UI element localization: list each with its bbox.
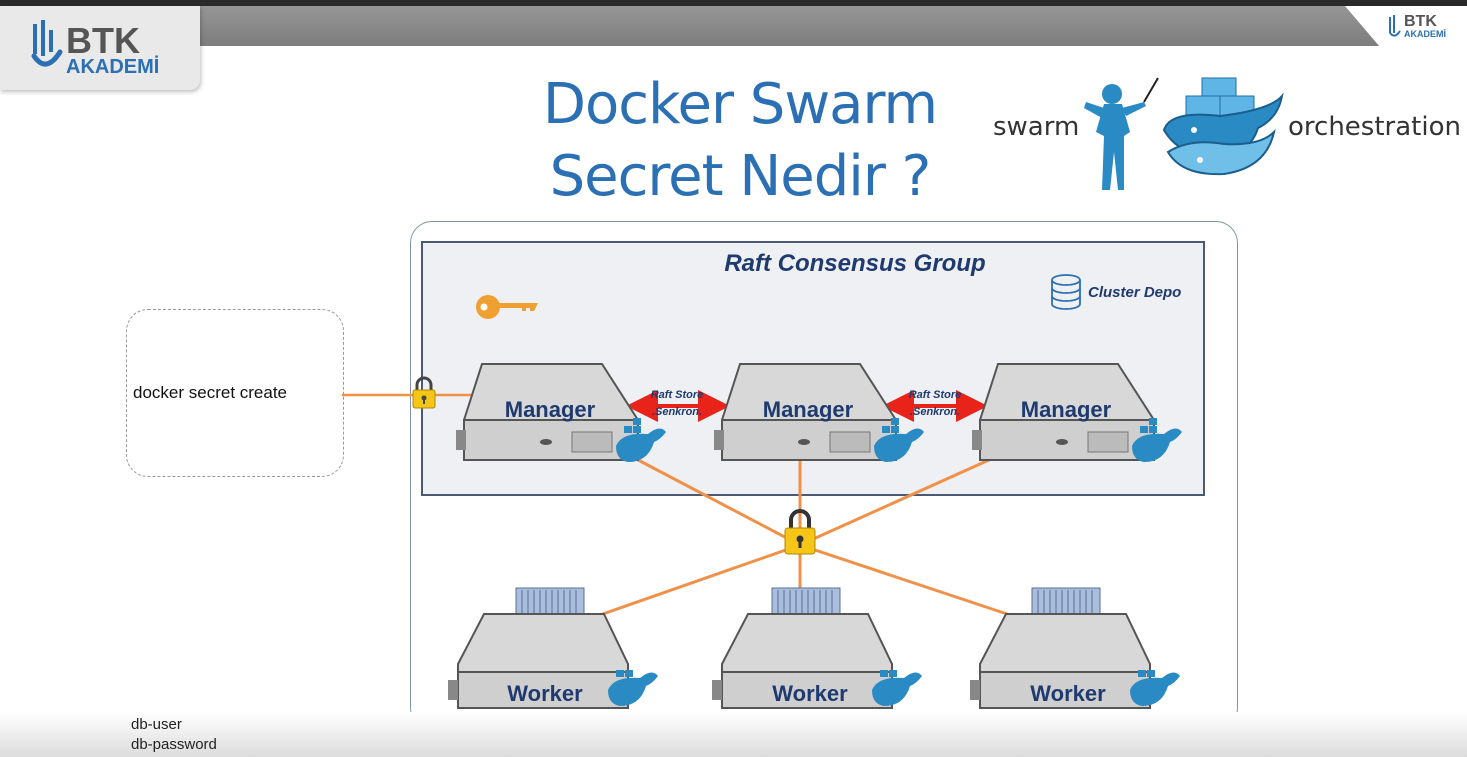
docker-whale-icon: [608, 670, 658, 706]
brand-mark-icon: [31, 20, 63, 67]
manager-label-2: Manager: [762, 397, 854, 422]
raft-sync-line1: Raft Store: [908, 389, 962, 401]
swarm-word: swarm: [993, 112, 1080, 142]
docker-whale-icon: [872, 670, 922, 706]
worker-server-2: [712, 587, 922, 709]
top-bar: [0, 0, 1467, 46]
docker-whales-icon: [1162, 77, 1284, 176]
raft-sync-line2: .Senkron.: [909, 406, 961, 418]
docker-whale-icon: [874, 418, 924, 462]
cluster-depo-label: Cluster Depo: [1088, 284, 1182, 301]
worker-label-3: Worker: [1030, 681, 1106, 706]
docker-whale-icon: [1130, 670, 1180, 706]
page-title-line2: Secret Nedir ?: [549, 144, 932, 209]
raft-sync-label-1b: .Senkron.: [640, 406, 714, 419]
brand-mark-icon: [1389, 15, 1401, 37]
brand-name-small: BTK: [1404, 13, 1437, 30]
raft-sync-line1: Raft Store: [650, 389, 704, 401]
brand-name: BTK: [66, 20, 140, 61]
key-icon: [476, 295, 538, 319]
brand-sub-small: AKADEMİ: [1404, 29, 1446, 39]
brand-logo: BTK AKADEMİ: [0, 6, 200, 90]
orchestration-word: orchestration: [1288, 112, 1461, 142]
manager-server-3: [972, 363, 1182, 462]
worker-server-1: [448, 587, 658, 709]
raft-sync-label-1: Raft Store: [640, 389, 714, 402]
cli-command-text: docker secret create: [133, 383, 288, 402]
cli-command-box: [126, 309, 344, 477]
brand-sub: AKADEMİ: [66, 56, 160, 78]
secret-item-db-user: db-user: [131, 716, 182, 733]
worker-label-2: Worker: [772, 681, 848, 706]
manager-label-1: Manager: [504, 397, 596, 422]
secret-item-db-password: db-password: [131, 736, 217, 753]
lock-icon: [412, 376, 436, 409]
raft-group-title: Raft Consensus Group: [724, 250, 986, 277]
bottom-shade: [0, 712, 1467, 757]
manager-server-2: [714, 363, 924, 462]
top-bar-edge: [0, 0, 1467, 6]
worker-server-3: [970, 587, 1180, 709]
manager-label-3: Manager: [1020, 397, 1112, 422]
raft-sync-label-2: Raft Store: [898, 389, 972, 402]
page-title-line1: Docker Swarm: [542, 72, 938, 137]
worker-label-1: Worker: [507, 681, 583, 706]
docker-whale-icon: [1132, 418, 1182, 462]
manager-server-1: [456, 363, 666, 462]
raft-sync-label-2b: .Senkron.: [898, 406, 972, 419]
raft-sync-line2: .Senkron.: [651, 406, 703, 418]
lock-icon: [784, 509, 816, 555]
docker-whale-icon: [616, 418, 666, 462]
database-icon: [1051, 274, 1081, 310]
conductor-icon: [1084, 77, 1159, 190]
